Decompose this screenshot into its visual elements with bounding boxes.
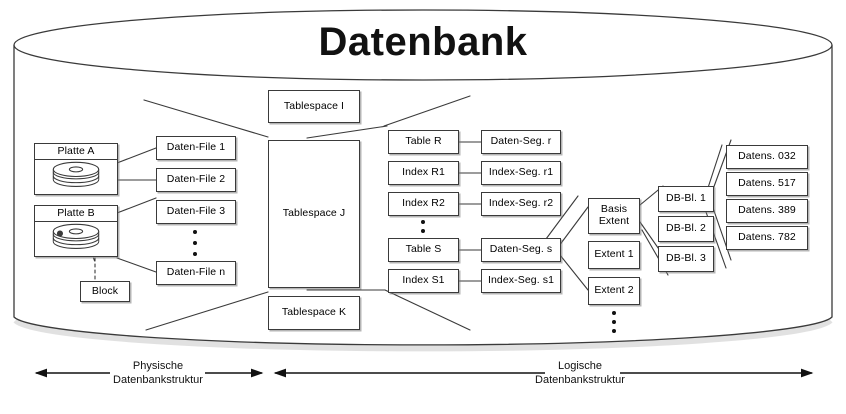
segment-index-seg-s1[interactable]: Index-Seg. s1 — [481, 269, 561, 293]
block-box[interactable]: Block — [80, 281, 130, 302]
segment-index-seg-r2[interactable]: Index-Seg. r2 — [481, 192, 561, 216]
legend-logische-line1: Logische — [557, 360, 603, 372]
record-782[interactable]: Datens. 782 — [726, 226, 808, 250]
tablespace-i[interactable]: Tablespace I — [268, 90, 360, 123]
object-table-r[interactable]: Table R — [388, 130, 459, 154]
disk-platte-a-label: Platte A — [35, 144, 117, 160]
extent-1[interactable]: Extent 1 — [588, 241, 640, 269]
disk-platte-b-label: Platte B — [35, 206, 117, 222]
legend-logische: Logische Datenbankstruktur — [500, 360, 660, 388]
segment-daten-seg-r[interactable]: Daten-Seg. r — [481, 130, 561, 154]
record-032[interactable]: Datens. 032 — [726, 145, 808, 169]
extent-basis-line1: Basis — [600, 203, 628, 216]
datafiles-ellipsis — [192, 230, 198, 256]
extent-2[interactable]: Extent 2 — [588, 277, 640, 305]
db-block-3[interactable]: DB-Bl. 3 — [658, 246, 714, 272]
disk-platte-a[interactable]: Platte A — [34, 143, 118, 195]
object-index-s1[interactable]: Index S1 — [388, 269, 459, 293]
page-title: Datenbank — [318, 20, 528, 64]
legend-physische-line1: Physische — [132, 360, 184, 372]
extents-ellipsis — [611, 311, 617, 333]
object-index-r2[interactable]: Index R2 — [388, 192, 459, 216]
extent-basis-line2: Extent — [598, 215, 630, 227]
record-517[interactable]: Datens. 517 — [726, 172, 808, 196]
tablespace-k[interactable]: Tablespace K — [268, 296, 360, 330]
datafile-n[interactable]: Daten-File n — [156, 261, 236, 285]
hard-disk-icon — [52, 161, 100, 187]
disk-platte-b[interactable]: Platte B — [34, 205, 118, 257]
object-index-r1[interactable]: Index R1 — [388, 161, 459, 185]
legend-physische: Physische Datenbankstruktur — [78, 360, 238, 388]
segment-index-seg-r1[interactable]: Index-Seg. r1 — [481, 161, 561, 185]
datafile-3[interactable]: Daten-File 3 — [156, 200, 236, 224]
record-389[interactable]: Datens. 389 — [726, 199, 808, 223]
tablespace-j[interactable]: Tablespace J — [268, 140, 360, 288]
disk-platte-a-graphic — [35, 159, 117, 194]
object-table-s[interactable]: Table S — [388, 238, 459, 262]
datafile-2[interactable]: Daten-File 2 — [156, 168, 236, 192]
db-block-2[interactable]: DB-Bl. 2 — [658, 216, 714, 242]
segment-daten-seg-s[interactable]: Daten-Seg. s — [481, 238, 561, 262]
legend-logische-line2: Datenbankstruktur — [535, 373, 625, 386]
extent-basis[interactable]: Basis Extent — [588, 198, 640, 234]
hard-disk-icon — [52, 223, 100, 249]
datafile-1[interactable]: Daten-File 1 — [156, 136, 236, 160]
legend-physische-line2: Datenbankstruktur — [113, 373, 203, 386]
db-block-1[interactable]: DB-Bl. 1 — [658, 186, 714, 212]
disk-platte-b-graphic — [35, 221, 117, 256]
